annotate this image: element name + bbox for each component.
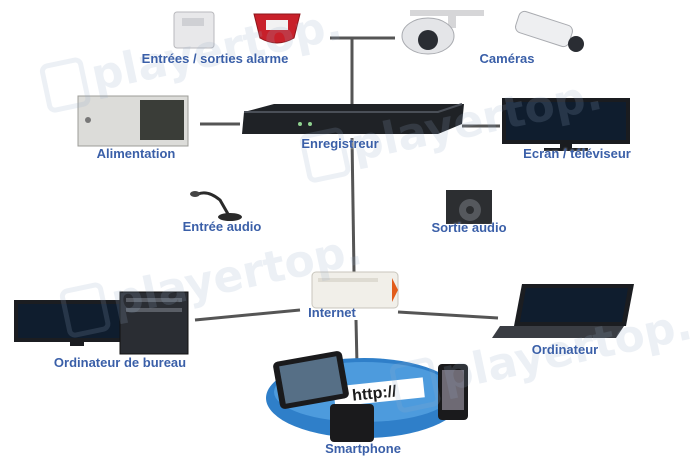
smartphone-globe-icon: http:// xyxy=(266,351,468,442)
label-smartphone: Smartphone xyxy=(325,441,401,456)
laptop-icon xyxy=(492,284,634,338)
recorder-icon xyxy=(242,103,464,134)
globe-url-text: http:// xyxy=(351,383,398,405)
label-internet: Internet xyxy=(308,305,356,320)
label-desktop: Ordinateur de bureau xyxy=(53,355,187,370)
microphone-icon xyxy=(190,191,242,221)
alarm-sensor-icon xyxy=(173,11,301,49)
line-recorder-internet xyxy=(350,137,356,273)
label-audio-in: Entrée audio xyxy=(182,219,262,234)
label-laptop: Ordinateur xyxy=(531,342,599,357)
label-screen: Ecran / téléviseur xyxy=(523,146,631,161)
line-internet-desktop xyxy=(194,308,301,322)
camera-icon xyxy=(401,10,584,55)
desktop-computer-icon xyxy=(14,291,189,355)
line-internet-smartphone xyxy=(354,319,359,366)
label-cameras: Caméras xyxy=(479,51,535,66)
label-recorder: Enregistreur xyxy=(301,136,379,151)
monitor-icon xyxy=(502,98,630,151)
label-alarm: Entrées / sorties alarme xyxy=(141,51,289,66)
power-supply-icon xyxy=(77,95,189,147)
line-internet-laptop xyxy=(397,310,499,320)
connection-lines xyxy=(194,36,500,366)
label-audio-out: Sortie audio xyxy=(431,220,507,235)
router-icon xyxy=(311,271,399,309)
label-power: Alimentation xyxy=(96,146,176,161)
speaker-icon xyxy=(446,190,492,224)
